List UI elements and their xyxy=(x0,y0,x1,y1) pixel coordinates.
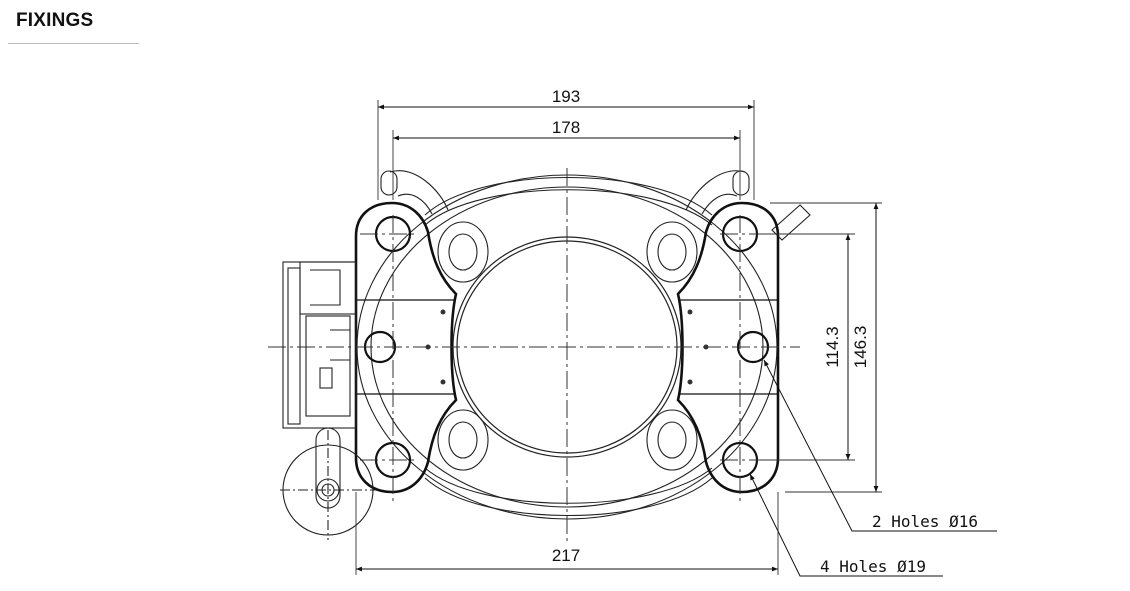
callout-4-holes: 4 Holes Ø19 xyxy=(749,473,943,577)
plate-bridge xyxy=(356,299,778,395)
callout-4-holes-label: 4 Holes Ø19 xyxy=(820,557,926,576)
dimension-178-label: 178 xyxy=(552,118,580,137)
top-tubes xyxy=(380,170,811,241)
inner-hoops xyxy=(437,221,698,471)
extension-lines xyxy=(355,100,882,575)
dimension-193: 193 xyxy=(378,87,754,110)
dimension-178: 178 xyxy=(393,118,740,141)
dimension-193-label: 193 xyxy=(552,87,580,106)
dimension-217: 217 xyxy=(356,546,778,572)
mounting-plate xyxy=(354,201,780,494)
page-title: FIXINGS xyxy=(16,10,94,31)
grommet-wheel xyxy=(280,427,376,540)
callout-2-holes: 2 Holes Ø16 xyxy=(763,359,997,532)
title-underline xyxy=(8,43,139,44)
centre-lines xyxy=(268,168,800,545)
fastener-dots xyxy=(425,309,709,385)
electrical-box xyxy=(282,261,357,429)
dimension-146-3: 146.3 xyxy=(851,203,879,492)
dimension-114-3: 114.3 xyxy=(823,234,851,460)
dimension-146-3-label: 146.3 xyxy=(851,326,870,369)
dimension-114-3-label: 114.3 xyxy=(823,326,842,367)
callout-2-holes-label: 2 Holes Ø16 xyxy=(872,512,978,531)
dimension-217-label: 217 xyxy=(552,546,580,565)
